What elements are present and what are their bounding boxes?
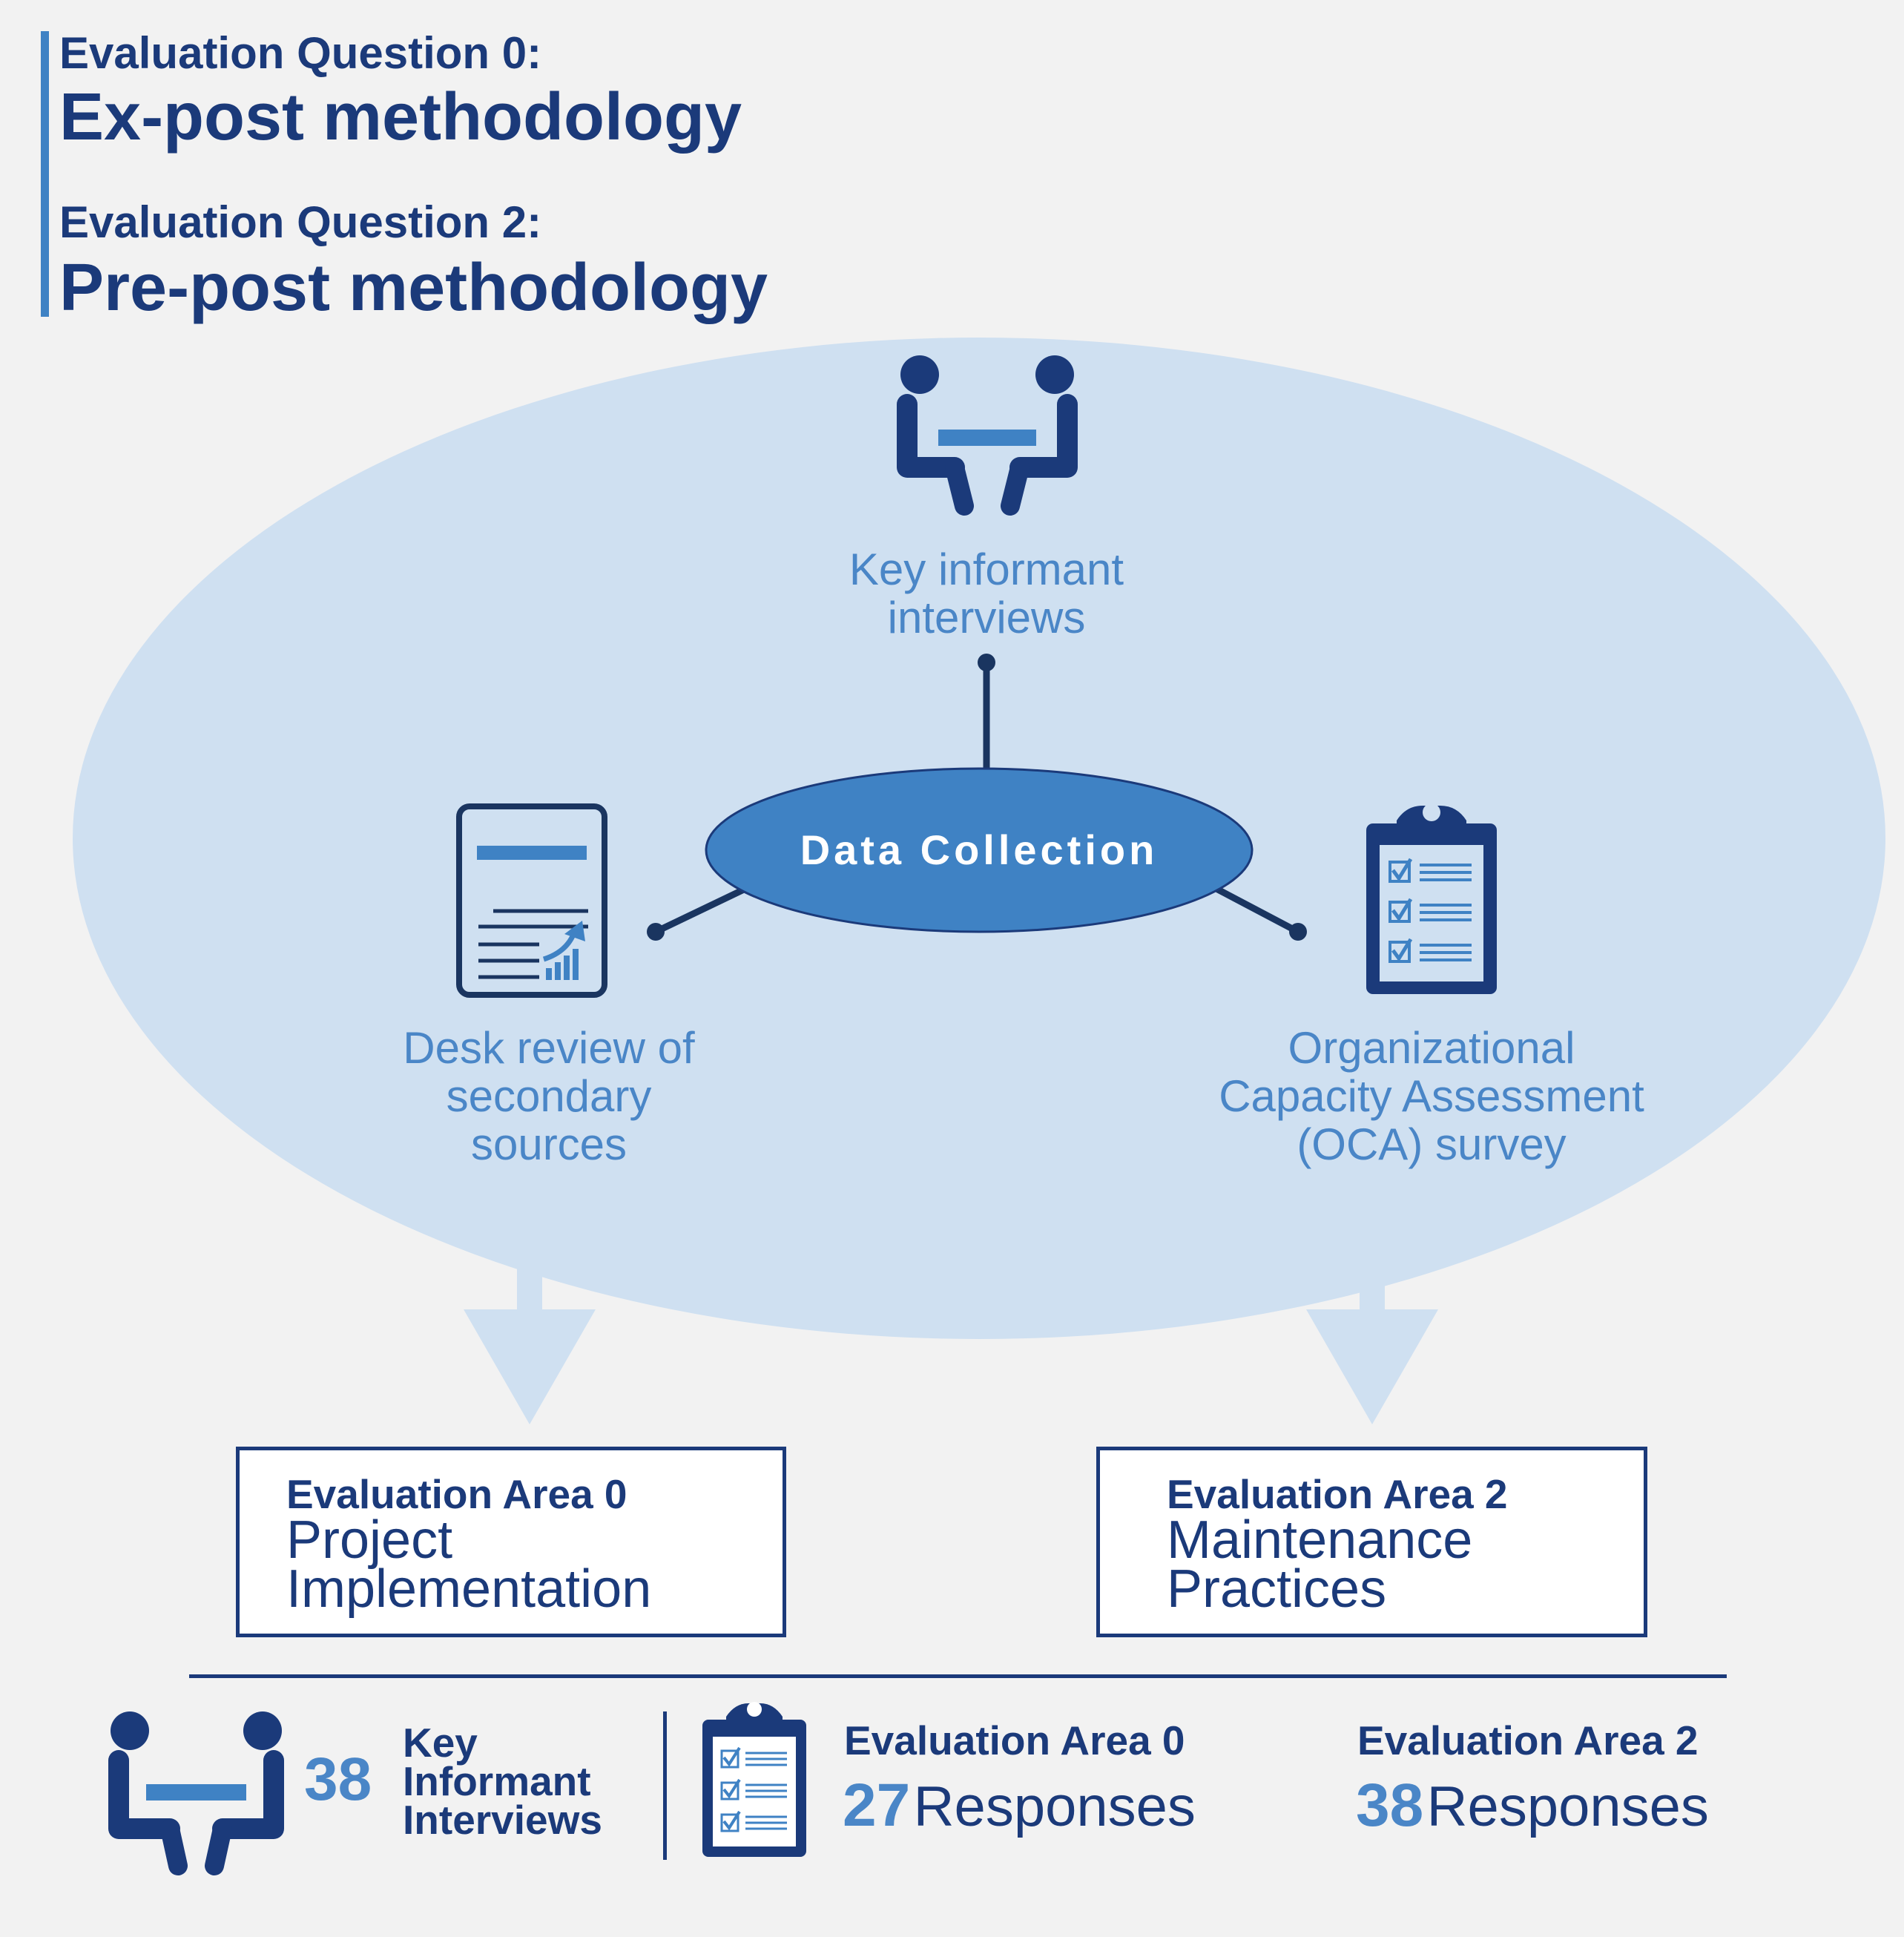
question-1-label: Evaluation Question 0: — [59, 28, 542, 78]
header-accent-bar — [41, 31, 49, 317]
two-people-table-icon — [897, 355, 1078, 516]
area-title-line: Implementation — [286, 1559, 652, 1619]
stat-label-line: Key — [403, 1720, 478, 1766]
clipboard-checklist-icon — [1366, 803, 1497, 994]
area-1-stat-heading: Evaluation Area 0 — [844, 1717, 1185, 1763]
question-1-title: Ex-post methodology — [59, 80, 742, 154]
method-line: secondary — [446, 1071, 652, 1121]
area-heading: Evaluation Area 2 — [1167, 1471, 1508, 1517]
area-2-responses: 38 Responses — [1356, 1775, 1709, 1836]
area-title: Project Implementation — [286, 1510, 652, 1619]
area-title-line: Practices — [1167, 1559, 1387, 1619]
connectors — [647, 654, 1307, 941]
stat-label-line: Interviews — [403, 1797, 603, 1843]
interviews-count: 38 — [304, 1746, 372, 1813]
method-oca-survey: Organizational Capacity Assessment (OCA)… — [1135, 1024, 1728, 1168]
document-chart-icon — [456, 803, 607, 998]
area-title-line: Project — [286, 1510, 453, 1570]
method-line: Desk review of — [403, 1023, 695, 1073]
method-line: (OCA) survey — [1297, 1119, 1567, 1169]
method-line: Key informant — [849, 545, 1124, 594]
method-line: interviews — [887, 593, 1086, 642]
area-2-unit: Responses — [1426, 1775, 1709, 1838]
method-line: sources — [470, 1119, 627, 1169]
evaluation-area-box: Evaluation Area 0 Project Implementation — [236, 1447, 786, 1637]
question-2-title: Pre-post methodology — [59, 251, 768, 325]
area-1-unit: Responses — [913, 1775, 1196, 1838]
area-1-responses: 27 Responses — [843, 1775, 1196, 1836]
question-2-label: Evaluation Question 2: — [59, 197, 542, 247]
data-collection-label: Data Collection — [800, 826, 1159, 873]
method-key-informant-interviews: Key informant interviews — [734, 545, 1239, 642]
two-people-table-icon — [108, 1711, 284, 1875]
method-line: Organizational — [1288, 1023, 1575, 1073]
area-title-line: Maintenance — [1167, 1510, 1473, 1570]
area-heading: Evaluation Area 0 — [286, 1471, 627, 1517]
evaluation-area-box: Evaluation Area 2 Maintenance Practices — [1096, 1447, 1647, 1637]
method-line: Capacity Assessment — [1219, 1071, 1644, 1121]
arrow-left — [464, 1261, 596, 1424]
area-2-stat-heading: Evaluation Area 2 — [1357, 1717, 1699, 1763]
interviews-label: Key Informant Interviews — [403, 1720, 603, 1843]
stat-divider — [663, 1711, 667, 1860]
divider-line — [189, 1674, 1727, 1678]
stat-label-line: Informant — [403, 1758, 591, 1804]
method-desk-review: Desk review of secondary sources — [312, 1024, 786, 1168]
area-2-count: 38 — [1356, 1772, 1424, 1839]
area-1-count: 27 — [843, 1772, 911, 1839]
data-collection-node — [705, 767, 1254, 933]
area-title: Maintenance Practices — [1167, 1510, 1473, 1619]
clipboard-checklist-icon — [702, 1702, 806, 1857]
